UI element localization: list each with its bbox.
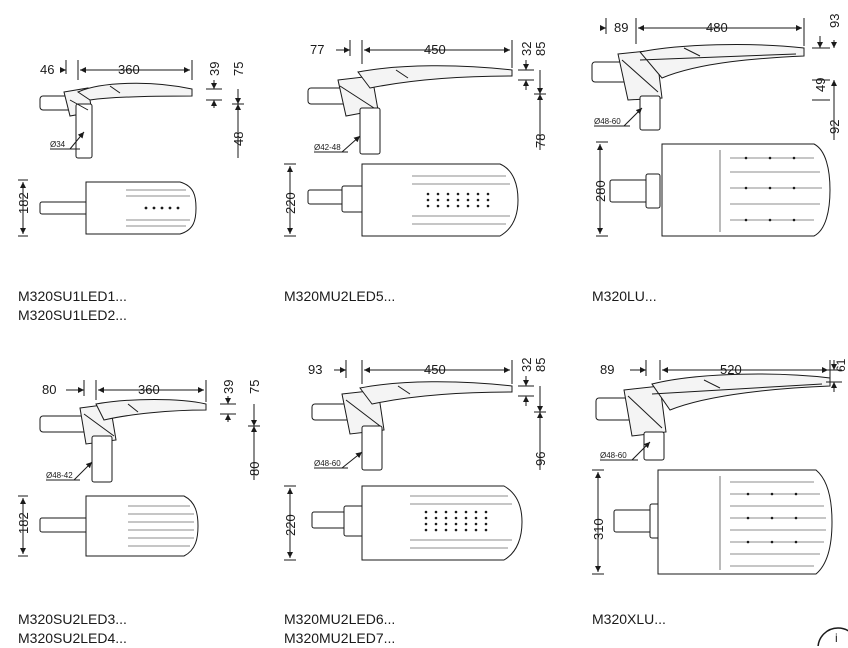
luminaire-top-view — [311, 485, 523, 561]
led-array — [744, 156, 796, 222]
width-dimension: 310 — [591, 518, 606, 540]
panel-m320xlu: 89 520 61 310 Ø48-60 — [591, 358, 848, 575]
width-dimension: 182 — [16, 192, 31, 214]
arm-height-dimension: 32 — [519, 42, 534, 56]
dimension-lines — [592, 360, 842, 575]
dimension-lines — [284, 40, 546, 237]
tube-diameter-label: Ø48-60 — [600, 451, 627, 460]
length-dimension: 360 — [138, 382, 160, 397]
panel-m320mu2-b: 93 450 32 85 96 220 Ø48-60 — [283, 358, 548, 561]
tube-diameter-label: Ø34 — [50, 140, 66, 149]
panel-m320lu: 89 480 93 49 92 280 Ø48-60 — [591, 14, 842, 237]
luminaire-side-view — [307, 65, 513, 155]
panel-m320mu2-a: 77 450 32 85 78 220 Ø42-48 — [283, 40, 548, 237]
luminaire-side-view — [39, 82, 193, 159]
panel-m320su2: 80 360 39 75 80 182 Ø48-42 — [16, 380, 262, 557]
arm-height-dimension: 61 — [834, 358, 848, 372]
housing-height-dimension: 75 — [247, 380, 262, 394]
model-code: M320LU... — [592, 288, 657, 304]
luminaire-top-view — [39, 181, 197, 235]
model-label-m320su2: M320SU2LED3... M320SU2LED4... — [18, 610, 127, 648]
luminaire-side-view — [591, 44, 805, 131]
offset-dimension: 89 — [600, 362, 614, 377]
dimension-lines — [18, 60, 244, 237]
luminaire-side-view — [311, 381, 513, 471]
offset-dimension: 89 — [614, 20, 628, 35]
model-label-m320su1: M320SU1LED1... M320SU1LED2... — [18, 287, 127, 325]
dimension-lines — [18, 380, 260, 557]
luminaire-top-view — [613, 469, 833, 575]
model-code: M320SU1LED2... — [18, 307, 127, 323]
length-dimension: 520 — [720, 362, 742, 377]
arm-height-dimension: 39 — [221, 380, 236, 394]
width-dimension: 220 — [283, 514, 298, 536]
length-dimension: 480 — [706, 20, 728, 35]
spigot-dimension: 92 — [827, 120, 842, 134]
model-label-m320xlu: M320XLU... — [592, 610, 666, 629]
housing-height-dimension: 85 — [533, 42, 548, 56]
length-dimension: 360 — [118, 62, 140, 77]
arm-height-dimension: 32 — [519, 358, 534, 372]
dimension-lines — [594, 18, 837, 237]
model-code: M320MU2LED5... — [284, 288, 396, 304]
led-array — [424, 510, 488, 532]
offset-dimension: 93 — [308, 362, 322, 377]
tube-diameter-label: Ø48-42 — [46, 471, 73, 480]
luminaire-top-view — [39, 495, 199, 557]
model-code: M320MU2LED6... — [284, 611, 396, 627]
model-label-m320mu2-b: M320MU2LED6... M320MU2LED7... — [284, 610, 395, 648]
model-label-m320mu2-a: M320MU2LED5... — [284, 287, 395, 306]
model-code: M320XLU... — [592, 611, 666, 627]
length-dimension: 450 — [424, 42, 446, 57]
info-circle-icon: i — [817, 627, 848, 646]
panel-m320su1: 46 360 39 75 48 182 Ø34 — [16, 60, 246, 237]
tube-diameter-label: Ø48-60 — [594, 117, 621, 126]
width-dimension: 220 — [283, 192, 298, 214]
model-code: M320SU1LED1... — [18, 288, 127, 304]
width-dimension: 182 — [16, 512, 31, 534]
model-code: M320SU2LED3... — [18, 611, 127, 627]
model-code: M320SU2LED4... — [18, 630, 127, 646]
luminaire-side-view — [39, 399, 207, 483]
led-array — [426, 192, 490, 208]
housing-height-dimension: 75 — [231, 62, 246, 76]
width-dimension: 280 — [593, 180, 608, 202]
housing-height-dimension: 85 — [533, 358, 548, 372]
arm-height-dimension: 39 — [207, 62, 222, 76]
led-array — [144, 206, 180, 210]
model-code: M320MU2LED7... — [284, 630, 396, 646]
info-circle-symbol: i — [835, 631, 838, 645]
spigot-dimension: 78 — [533, 134, 548, 148]
tube-diameter-label: Ø42-48 — [314, 143, 341, 152]
luminaire-top-view — [307, 163, 519, 237]
dimension-lines — [284, 360, 546, 561]
housing-height-dimension: 49 — [813, 78, 828, 92]
model-label-m320lu: M320LU... — [592, 287, 657, 306]
spigot-dimension: 96 — [533, 452, 548, 466]
tube-diameter-label: Ø48-60 — [314, 459, 341, 468]
offset-dimension: 46 — [40, 62, 54, 77]
offset-dimension: 80 — [42, 382, 56, 397]
offset-dimension: 77 — [310, 42, 324, 57]
led-array — [746, 492, 798, 544]
luminaire-top-view — [609, 143, 831, 237]
spigot-dimension: 48 — [231, 132, 246, 146]
arm-height-dimension: 93 — [827, 14, 842, 28]
length-dimension: 450 — [424, 362, 446, 377]
luminaire-side-view — [595, 373, 831, 461]
spigot-dimension: 80 — [247, 462, 262, 476]
